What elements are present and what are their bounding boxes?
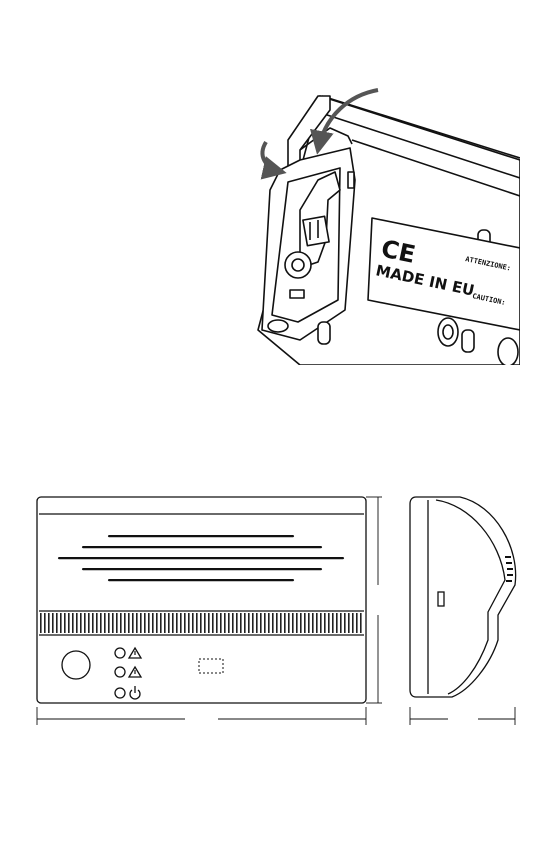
side-view bbox=[410, 497, 516, 697]
cover-opening-illustration bbox=[258, 96, 520, 366]
led-3 bbox=[115, 688, 125, 698]
arrow-rotate-side bbox=[263, 142, 282, 172]
test-button bbox=[62, 651, 90, 679]
front-view bbox=[37, 497, 366, 703]
display-window bbox=[199, 659, 223, 673]
side-dimensions bbox=[410, 707, 515, 725]
side-housing bbox=[410, 497, 516, 697]
led-1 bbox=[115, 648, 125, 658]
led-2 bbox=[115, 667, 125, 677]
vent-grille bbox=[40, 613, 363, 633]
